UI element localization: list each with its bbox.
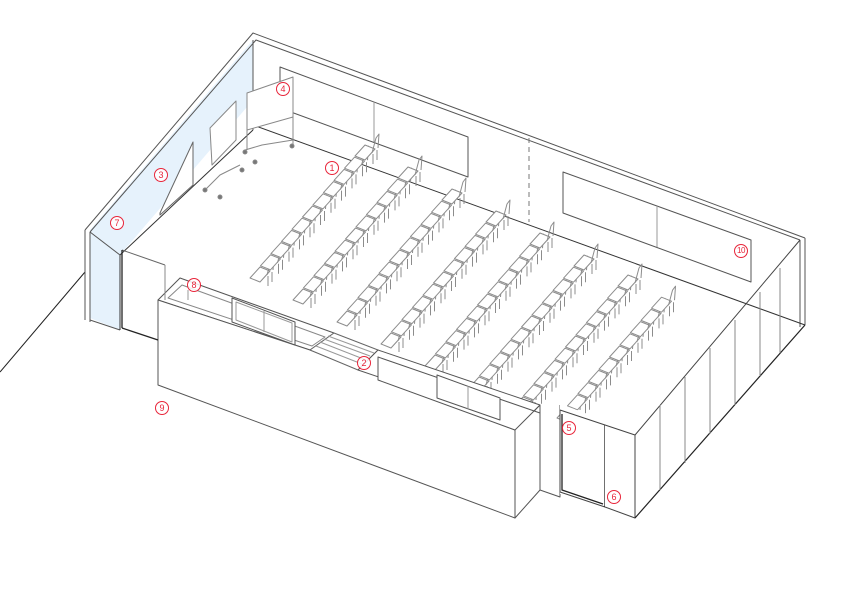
wall-screen <box>159 141 194 216</box>
mobile-whiteboards <box>202 76 295 200</box>
back-wall-boards-right <box>562 171 752 283</box>
left-entrance <box>121 249 166 341</box>
front-enclosure <box>157 277 561 519</box>
callout-4: 4 <box>276 82 290 96</box>
callout-2: 2 <box>357 356 371 370</box>
tiered-seating-rows <box>249 133 676 426</box>
glazed-wall-tint <box>90 40 253 330</box>
callout-9: 9 <box>155 401 169 415</box>
site-line <box>0 271 86 373</box>
callout-6: 6 <box>607 490 621 504</box>
outer-walls <box>84 32 806 331</box>
callout-7: 7 <box>110 216 124 230</box>
callout-8: 8 <box>187 278 201 292</box>
callout-10: 10 <box>734 244 748 258</box>
callout-3: 3 <box>154 168 168 182</box>
callout-1: 1 <box>325 161 339 175</box>
callout-5: 5 <box>562 421 576 435</box>
